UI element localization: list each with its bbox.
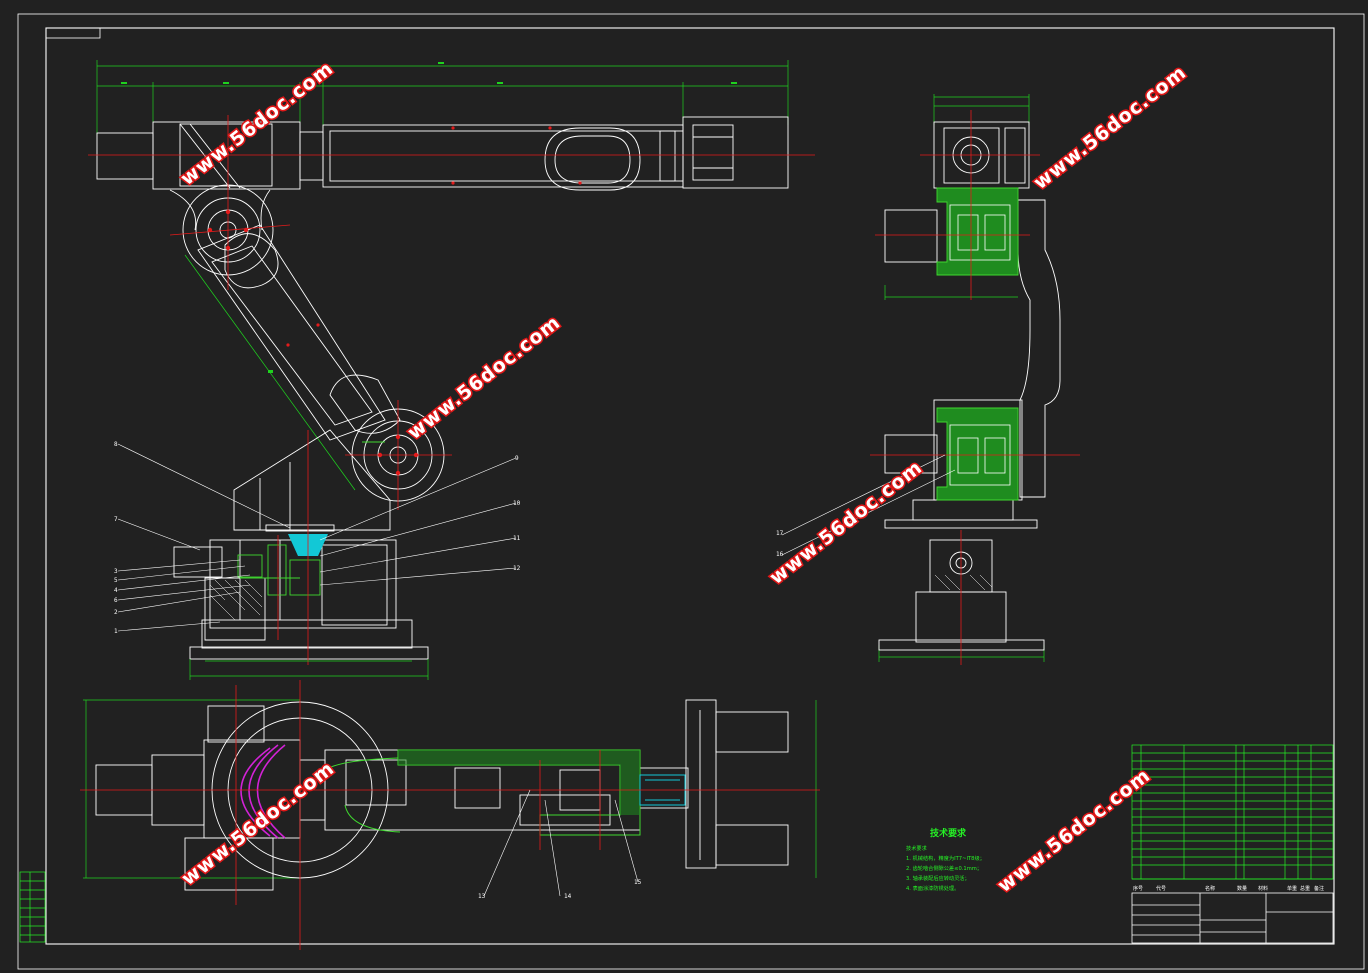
header-cell: 备注 xyxy=(1314,885,1324,892)
watermark: www.56doc.com xyxy=(766,456,927,589)
part-label: 13 xyxy=(478,893,486,900)
part-label: 8 xyxy=(114,441,118,448)
tech-requirement-line: 1. 机械结构，精度为IT7~IT8级； xyxy=(906,854,985,862)
header-cell: 单重 xyxy=(1287,885,1297,892)
header-cell: 序号 xyxy=(1133,885,1143,892)
header-cell: 代号 xyxy=(1156,885,1166,892)
watermark: www.56doc.com xyxy=(404,311,565,444)
part-label: 15 xyxy=(634,879,642,886)
tech-requirement-line: 3. 轴承装配后应转动灵活； xyxy=(906,874,970,882)
part-label: 9 xyxy=(515,455,519,462)
tech-requirement-line: 4. 表面涂漆防锈处理。 xyxy=(906,884,959,892)
tech-requirements: 技术要求 技术要求 1. 机械结构，精度为IT7~IT8级； 2. 齿轮啮合侧隙… xyxy=(906,827,985,892)
watermark: www.56doc.com xyxy=(178,757,339,890)
margin-table xyxy=(19,871,46,943)
part-label: 17 xyxy=(776,530,784,537)
part-label: 14 xyxy=(564,893,572,900)
part-label: 4 xyxy=(114,587,118,594)
front-view xyxy=(88,60,815,680)
header-cell: 数量 xyxy=(1237,885,1247,892)
part-labels: 8 7 3 5 4 6 2 1 9 10 11 12 13 14 15 17 1… xyxy=(114,441,784,900)
watermarks: www.56doc.com www.56doc.com www.56doc.co… xyxy=(175,56,1192,899)
header-cell: 名称 xyxy=(1205,885,1215,892)
sheet-frame xyxy=(17,13,1365,970)
parts-list-header: 序号 代号 名称 数量 材料 单重 总重 备注 xyxy=(1133,885,1324,892)
watermark: www.56doc.com xyxy=(1030,61,1191,194)
part-label: 1 xyxy=(114,628,118,635)
watermark: www.56doc.com xyxy=(994,764,1155,897)
part-label: 6 xyxy=(114,597,118,604)
header-cell: 总重 xyxy=(1300,885,1310,892)
header-cell: 材料 xyxy=(1258,885,1268,892)
tech-requirement-line: 2. 齿轮啮合侧隙公差≤0.1mm； xyxy=(906,864,982,872)
tech-requirements-subtitle: 技术要求 xyxy=(906,844,928,852)
part-label: 2 xyxy=(114,609,118,616)
title-block xyxy=(1131,892,1334,944)
part-label: 16 xyxy=(776,551,784,558)
front-view-dimensions xyxy=(96,60,789,491)
part-label: 11 xyxy=(513,535,521,542)
part-label: 12 xyxy=(513,565,521,572)
part-label: 3 xyxy=(114,568,118,575)
side-view xyxy=(781,94,1080,665)
part-label: 10 xyxy=(513,500,521,507)
part-label: 7 xyxy=(114,516,118,523)
parts-list xyxy=(1131,744,1334,880)
tech-requirements-title: 技术要求 xyxy=(930,827,967,839)
part-label: 5 xyxy=(114,577,118,584)
plan-view xyxy=(80,680,820,950)
